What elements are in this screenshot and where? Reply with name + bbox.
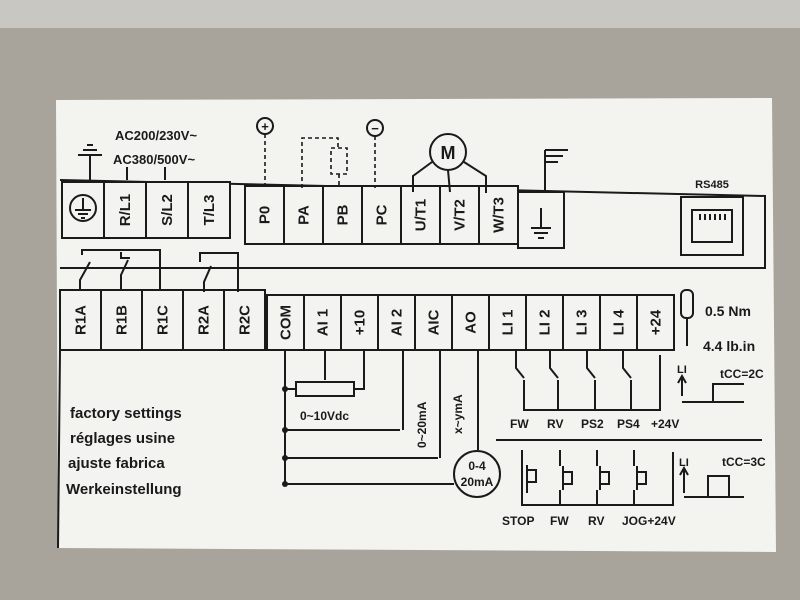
terminal-r1b[interactable]: R1B [100,289,143,351]
torque-nm: 0.5 Nm [705,303,751,319]
terminal-r2c[interactable]: R2C [223,289,266,351]
three-wire-signal-graph [679,465,744,498]
terminal-+24[interactable]: +24 [636,294,675,351]
two-wire-switches [515,350,661,411]
three-wire-li: LI [679,457,689,469]
three-wire-label-fw: FW [550,514,569,528]
terminal-label: LI 3 [574,310,591,336]
terminal-label: S/L2 [159,194,176,226]
two-wire-li: LI [677,364,687,376]
ao-output-circle: 0-4 20mA [453,450,501,498]
terminal-r1a[interactable]: R1A [59,289,102,351]
housing-top-edge [0,0,800,28]
current-range-label: 0~20mA [415,401,429,448]
terminal-r1c[interactable]: R1C [141,289,184,351]
terminal-ai-2[interactable]: AI 2 [377,294,416,351]
terminal-label: R2C [237,305,254,335]
factory-settings-fr: réglages usine [70,430,175,447]
terminal-label: R1A [73,305,90,335]
terminal-label: AO [463,311,480,334]
supply-voltage-1: AC200/230V~ [115,128,197,143]
terminal-label: R2A [196,305,213,335]
two-wire-signal-graph [677,373,744,403]
terminal-r2a[interactable]: R2A [182,289,225,351]
terminal-label: LI 1 [500,310,517,336]
three-wire-tcc: tCC=3C [722,455,766,469]
terminal-label: V/T2 [452,199,469,231]
terminal-li-3[interactable]: LI 3 [562,294,601,351]
terminal-label: PA [296,205,313,225]
terminal-p0[interactable]: P0 [244,185,285,245]
two-wire-label-24v: +24V [651,417,679,431]
svg-text:+: + [261,119,269,134]
terminal-li-2[interactable]: LI 2 [525,294,564,351]
factory-settings-es: ajuste fabrica [68,455,165,472]
terminal-earth[interactable] [61,181,105,239]
two-wire-label-fw: FW [510,417,529,431]
svg-text:M: M [441,143,456,163]
analog-wiring [282,350,479,487]
terminal-w-t3[interactable]: W/T3 [478,185,519,245]
terminal-pc[interactable]: PC [361,185,402,245]
terminal-label: LI 4 [611,309,628,335]
terminal-pa[interactable]: PA [283,185,324,245]
relay1-contacts [79,249,161,290]
earth-symbol-motor [544,149,568,192]
voltage-range-label: 0~10Vdc [300,409,349,423]
terminal-label: PC [374,204,391,225]
two-wire-label-rv: RV [547,417,563,431]
three-wire-pushbuttons [521,450,674,506]
frame-left [57,349,61,549]
factory-settings-en: factory settings [70,405,182,422]
svg-text:−: − [371,121,379,136]
braking-resistor-link [301,137,339,188]
terminal-label: W/T3 [491,197,508,233]
relay2-contacts [199,252,239,292]
two-wire-label-ps2: PS2 [581,417,604,431]
terminal-li-1[interactable]: LI 1 [488,294,527,351]
torque-lbin: 4.4 lb.in [703,338,755,354]
terminal-motor-earth[interactable] [517,191,565,249]
terminal-+10[interactable]: +10 [340,294,379,351]
aic-range-label: x~ymA [451,394,465,434]
terminal-aic[interactable]: AIC [414,294,453,351]
earth-symbol-top [78,144,102,180]
terminal-label: PB [335,204,352,225]
rs485-port[interactable] [680,196,744,256]
terminal-label: +10 [352,310,369,335]
terminal-label: T/L3 [201,195,218,226]
terminal-s-l2[interactable]: S/L2 [145,181,189,239]
terminal-label: R1C [155,305,172,335]
two-wire-tcc: tCC=2C [720,367,764,381]
terminal-li-4[interactable]: LI 4 [599,294,638,351]
three-wire-label-jog: JOG+24V [622,514,676,528]
svg-text:0-4: 0-4 [468,459,486,473]
terminal-u-t1[interactable]: U/T1 [400,185,441,245]
terminal-r-l1[interactable]: R/L1 [103,181,147,239]
terminal-ao[interactable]: AO [451,294,490,351]
terminal-label: AI 2 [389,309,406,337]
rs485-label: RS485 [695,179,729,191]
terminal-label: COM [278,305,295,340]
three-wire-label-rv: RV [588,514,604,528]
terminal-com[interactable]: COM [266,294,305,351]
terminal-label: R/L1 [117,194,134,227]
terminal-t-l3[interactable]: T/L3 [187,181,231,239]
terminal-v-t2[interactable]: V/T2 [439,185,480,245]
terminal-label: AIC [426,309,443,335]
terminal-label: +24 [648,309,665,335]
svg-text:20mA: 20mA [461,475,494,489]
two-wire-label-ps4: PS4 [617,417,640,431]
supply-voltage-2: AC380/500V~ [113,152,195,167]
terminal-pb[interactable]: PB [322,185,363,245]
factory-settings-de: Werkeinstellung [66,481,182,498]
terminal-label: LI 2 [537,310,554,336]
terminal-label: R1B [114,305,131,335]
terminal-label: U/T1 [413,199,430,232]
terminal-ai-1[interactable]: AI 1 [303,294,342,351]
screwdriver-icon [680,289,694,346]
three-wire-label-stop: STOP [502,514,534,528]
terminal-label: P0 [257,206,274,224]
terminal-label: AI 1 [315,309,332,337]
